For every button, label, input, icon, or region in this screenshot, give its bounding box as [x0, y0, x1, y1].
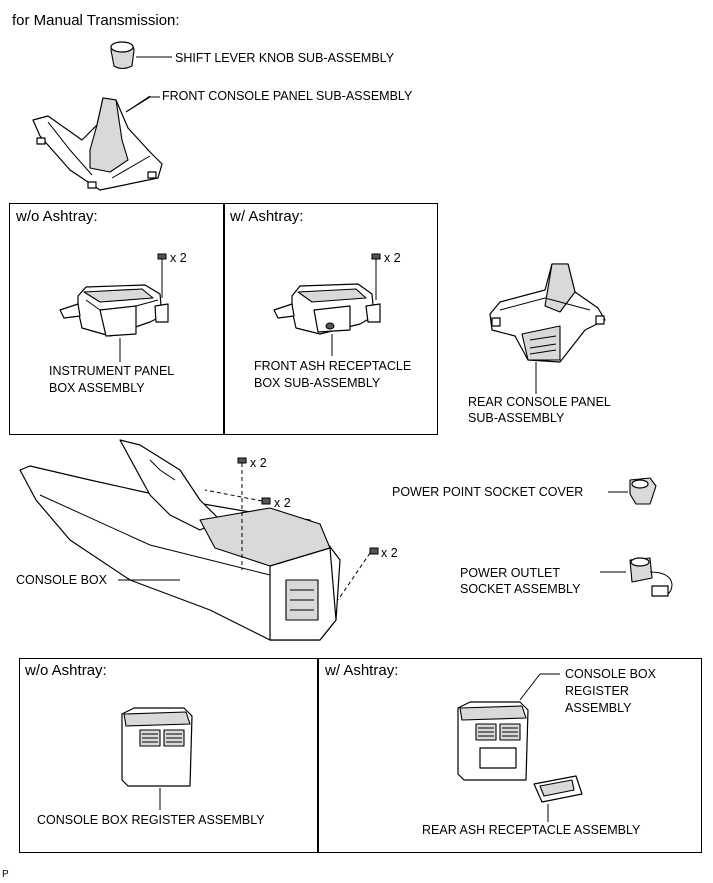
panel-label-w-ashtray-top: w/ Ashtray:	[230, 208, 304, 225]
front-ash-receptacle-label-2: BOX SUB-ASSEMBLY	[254, 376, 381, 390]
top-right-panel	[223, 203, 438, 435]
register-right-label-1: CONSOLE BOX	[565, 667, 656, 681]
power-outlet-socket-label-1: POWER OUTLET	[460, 566, 561, 580]
front-console-panel-label: FRONT CONSOLE PANEL SUB-ASSEMBLY	[162, 89, 413, 103]
power-outlet-socket-label-2: SOCKET ASSEMBLY	[460, 582, 581, 596]
fastener-count-b: x 2	[384, 251, 401, 265]
page-title: for Manual Transmission:	[12, 12, 180, 29]
register-right-drawing	[457, 701, 529, 781]
shift-knob-drawing	[110, 41, 135, 70]
panel-label-wo-ashtray-top: w/o Ashtray:	[16, 208, 98, 225]
top-left-panel	[9, 203, 225, 435]
register-left-label: CONSOLE BOX REGISTER ASSEMBLY	[37, 813, 265, 827]
front-ash-receptacle-label-1: FRONT ASH RECEPTACLE	[254, 359, 412, 373]
bottom-left-panel	[19, 658, 319, 853]
front-ash-receptacle-drawing	[273, 283, 381, 335]
bolt-drawing-b	[371, 253, 381, 300]
bolt-drawing-d	[204, 489, 271, 505]
register-right-label-3: ASSEMBLY	[565, 701, 632, 715]
front-console-panel-drawing	[32, 95, 163, 191]
bolt-drawing-a	[157, 253, 167, 298]
power-point-socket-cover-drawing	[629, 477, 657, 505]
fastener-count-d: x 2	[274, 496, 291, 510]
console-box-label: CONSOLE BOX	[16, 573, 107, 587]
bottom-right-panel	[317, 658, 702, 853]
fastener-count-a: x 2	[170, 251, 187, 265]
panel-label-w-ashtray-bottom: w/ Ashtray:	[325, 662, 399, 679]
register-left-drawing	[121, 707, 193, 787]
bolt-drawing-c	[237, 457, 247, 570]
bolt-drawing-e	[337, 547, 379, 601]
instrument-panel-box-drawing	[59, 284, 169, 337]
rear-console-panel-drawing	[489, 263, 606, 363]
power-outlet-socket-drawing	[629, 557, 673, 597]
panel-label-wo-ashtray-bottom: w/o Ashtray:	[25, 662, 107, 679]
shift-lever-knob-label: SHIFT LEVER KNOB SUB-ASSEMBLY	[175, 51, 395, 65]
power-point-socket-cover-label: POWER POINT SOCKET COVER	[392, 485, 584, 499]
fastener-count-e: x 2	[381, 546, 398, 560]
rear-ash-receptacle-label: REAR ASH RECEPTACLE ASSEMBLY	[422, 823, 641, 837]
register-right-label-2: REGISTER	[565, 684, 629, 698]
rear-console-panel-label-2: SUB-ASSEMBLY	[468, 411, 565, 425]
fastener-count-c: x 2	[250, 456, 267, 470]
rear-console-panel-label-1: REAR CONSOLE PANEL	[468, 395, 611, 409]
instrument-panel-box-label-1: INSTRUMENT PANEL	[49, 364, 175, 378]
rear-ash-receptacle-drawing	[533, 775, 583, 803]
footer-code: P	[2, 869, 9, 880]
instrument-panel-box-label-2: BOX ASSEMBLY	[49, 381, 145, 395]
console-box-drawing	[19, 439, 341, 641]
